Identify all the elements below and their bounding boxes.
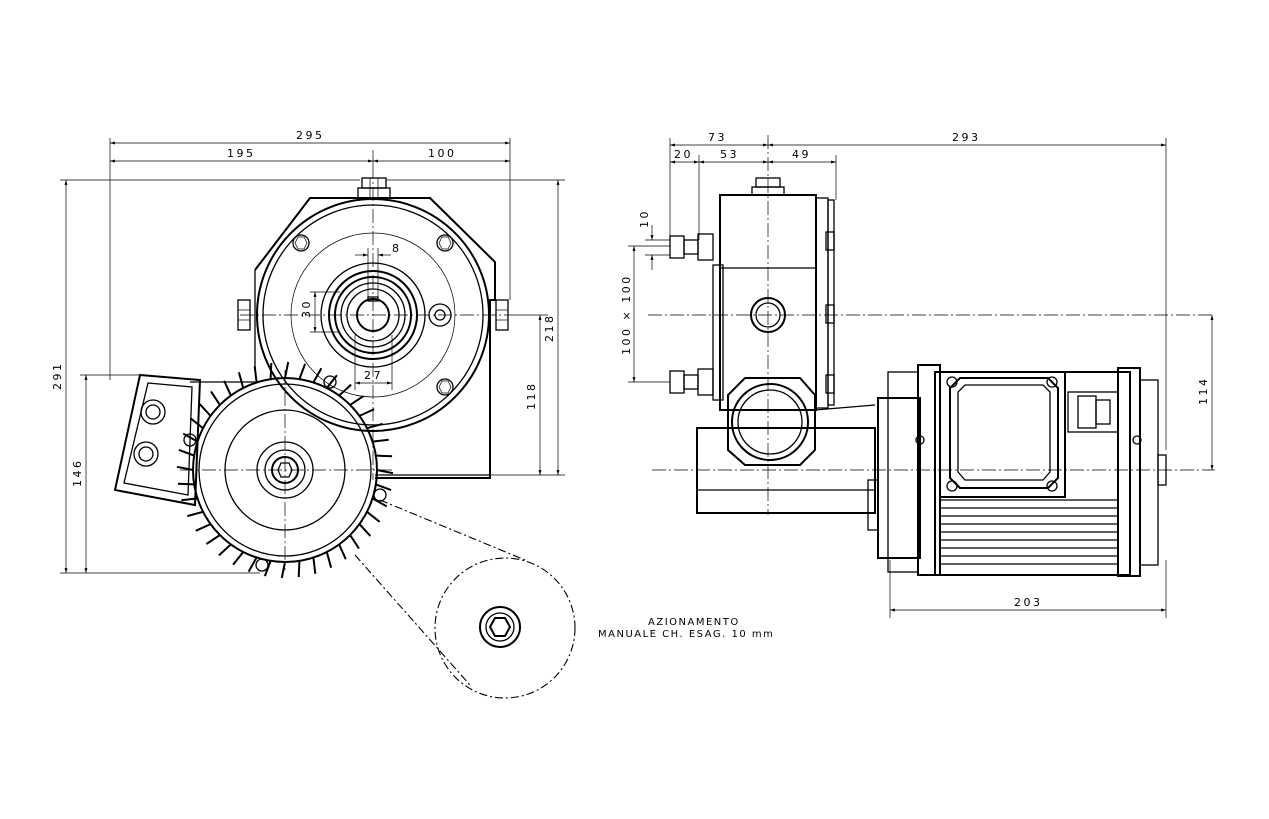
cooling-fin xyxy=(372,438,389,443)
stud-upper xyxy=(669,233,714,261)
cooling-fins xyxy=(176,361,394,579)
cooling-fin xyxy=(223,380,232,397)
cooling-fin xyxy=(338,543,347,560)
cooling-fin xyxy=(181,497,198,502)
cooling-fin xyxy=(237,372,245,389)
cooling-fin xyxy=(269,362,273,380)
note-line-2: MANUALE CH. ESAG. 10 mm xyxy=(598,629,774,640)
dim-mount-pattern: 100 × 100 xyxy=(620,274,633,355)
cooling-fin xyxy=(205,534,221,545)
cooling-fin xyxy=(247,557,258,573)
cooling-fin xyxy=(210,390,221,406)
cooling-fin xyxy=(366,422,383,430)
note-line-1: AZIONAMENTO xyxy=(648,617,740,628)
gearbox-body xyxy=(669,177,835,411)
cooling-fin xyxy=(376,469,394,475)
dim-overall-height: 291 xyxy=(51,362,64,391)
dim-overall-length: 293 xyxy=(952,131,981,144)
dim-overall-width: 295 xyxy=(296,129,325,142)
dim-left-width: 195 xyxy=(227,147,256,160)
cooling-fin xyxy=(280,561,286,579)
flange-bolt xyxy=(292,234,310,252)
dim-bolt-spacing: 10 xyxy=(638,209,651,228)
cooling-fin xyxy=(195,523,212,532)
cooling-fin xyxy=(375,454,393,458)
motor-fins xyxy=(940,499,1118,565)
cooling-fin xyxy=(312,367,323,383)
dim-offset-total: 73 xyxy=(708,131,727,144)
cooling-fin xyxy=(232,551,244,566)
dim-motor-height: 146 xyxy=(71,459,84,488)
cooling-fin xyxy=(218,543,232,557)
cooling-fin xyxy=(358,408,375,417)
cooling-fin xyxy=(338,383,352,397)
cooling-fin xyxy=(358,523,372,537)
cooling-fin xyxy=(312,557,317,574)
side-view: 73 293 20 53 49 10 100 × 100 xyxy=(620,131,1215,618)
dim-body-width: 49 xyxy=(792,148,811,161)
terminal-box xyxy=(113,373,255,507)
cooling-fin xyxy=(253,366,258,383)
front-dimensions: 295 195 100 8 30 27 xyxy=(51,129,565,574)
flange-bolt xyxy=(436,378,454,396)
dim-offset-a: 20 xyxy=(674,148,693,161)
flange-bolt xyxy=(436,234,454,252)
cooling-fin xyxy=(298,363,307,380)
cooling-fin xyxy=(284,361,290,379)
cooling-fin xyxy=(349,395,365,406)
cooling-fin xyxy=(349,534,360,550)
front-view: 295 195 100 8 30 27 xyxy=(51,129,774,699)
top-bolt xyxy=(357,177,391,199)
cooling-fin xyxy=(177,482,195,486)
cooling-fin xyxy=(326,374,338,389)
cooling-fin xyxy=(325,551,333,568)
cooling-fin xyxy=(176,465,194,471)
side-dimensions: 73 293 20 53 49 10 100 × 100 xyxy=(620,131,1214,618)
input-housing xyxy=(696,377,879,531)
cooling-fin xyxy=(375,483,392,492)
dim-axis-height: 118 xyxy=(525,382,538,411)
manual-drive-detail xyxy=(354,499,576,699)
cooling-fin xyxy=(178,448,195,457)
dim-offset-b: 53 xyxy=(720,148,739,161)
cooling-fin xyxy=(263,560,272,577)
dim-right-width: 100 xyxy=(428,147,457,160)
cooling-fin xyxy=(366,511,381,523)
cooling-fin xyxy=(187,510,204,518)
cooling-fin xyxy=(372,497,388,508)
dim-hub-width: 27 xyxy=(364,369,383,382)
cooling-fin xyxy=(297,560,301,578)
dim-bore-height: 30 xyxy=(300,299,313,318)
dim-key-width: 8 xyxy=(392,242,402,255)
cooling-fin xyxy=(198,403,212,417)
stud-lower xyxy=(669,368,714,396)
dim-axis-offset: 114 xyxy=(1197,377,1210,406)
dim-height-right: 218 xyxy=(543,314,556,343)
cooling-fin xyxy=(182,432,198,443)
cooling-fin xyxy=(189,417,204,429)
dim-motor-length: 203 xyxy=(1014,596,1043,609)
motor-side xyxy=(877,364,1167,577)
